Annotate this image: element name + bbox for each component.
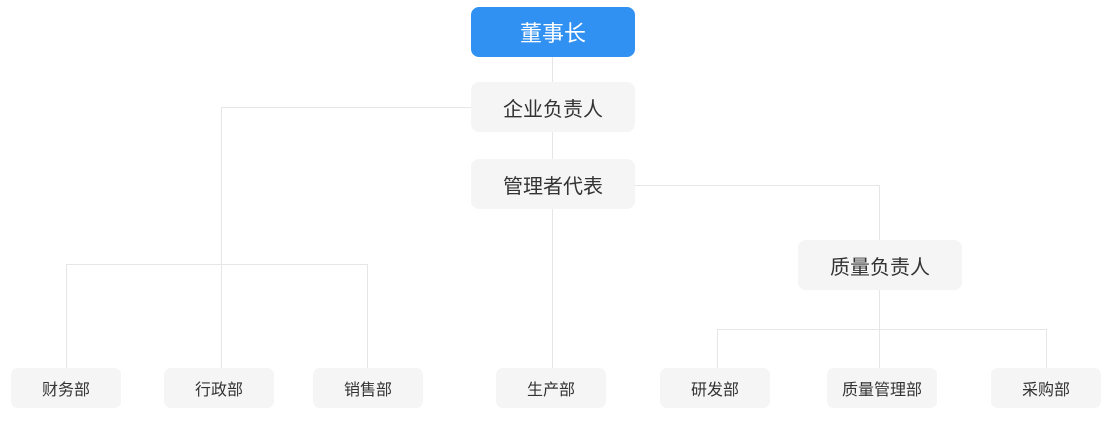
node-procurement[interactable]: 采购部	[991, 368, 1101, 408]
node-label: 董事长	[519, 22, 586, 47]
node-rnd[interactable]: 研发部	[660, 368, 770, 408]
node-production[interactable]: 生产部	[496, 368, 606, 408]
node-label: 研发部	[690, 380, 739, 399]
node-label: 生产部	[526, 380, 575, 399]
node-label: 采购部	[1021, 380, 1070, 399]
node-admin[interactable]: 行政部	[164, 368, 274, 408]
node-label: 管理者代表	[503, 173, 603, 198]
node-enterprise-head[interactable]: 企业负责人	[471, 82, 635, 132]
node-chairman[interactable]: 董事长	[471, 7, 635, 57]
node-finance[interactable]: 财务部	[11, 368, 121, 408]
node-label: 财务部	[41, 380, 90, 399]
node-label: 质量负责人	[830, 254, 930, 279]
node-label: 行政部	[194, 380, 243, 399]
connector-enterprise-head-branch	[221, 107, 471, 368]
node-sales[interactable]: 销售部	[313, 368, 423, 408]
node-management-rep[interactable]: 管理者代表	[471, 159, 635, 209]
node-label: 企业负责人	[503, 96, 603, 121]
node-label: 销售部	[343, 380, 392, 399]
connector-quality-group	[717, 329, 1047, 368]
connector-admin-group	[66, 264, 368, 368]
node-quality-head[interactable]: 质量负责人	[798, 240, 962, 290]
connector-management-rep-branch	[635, 185, 880, 240]
node-label: 质量管理部	[841, 380, 922, 399]
node-quality-mgmt[interactable]: 质量管理部	[827, 368, 937, 408]
